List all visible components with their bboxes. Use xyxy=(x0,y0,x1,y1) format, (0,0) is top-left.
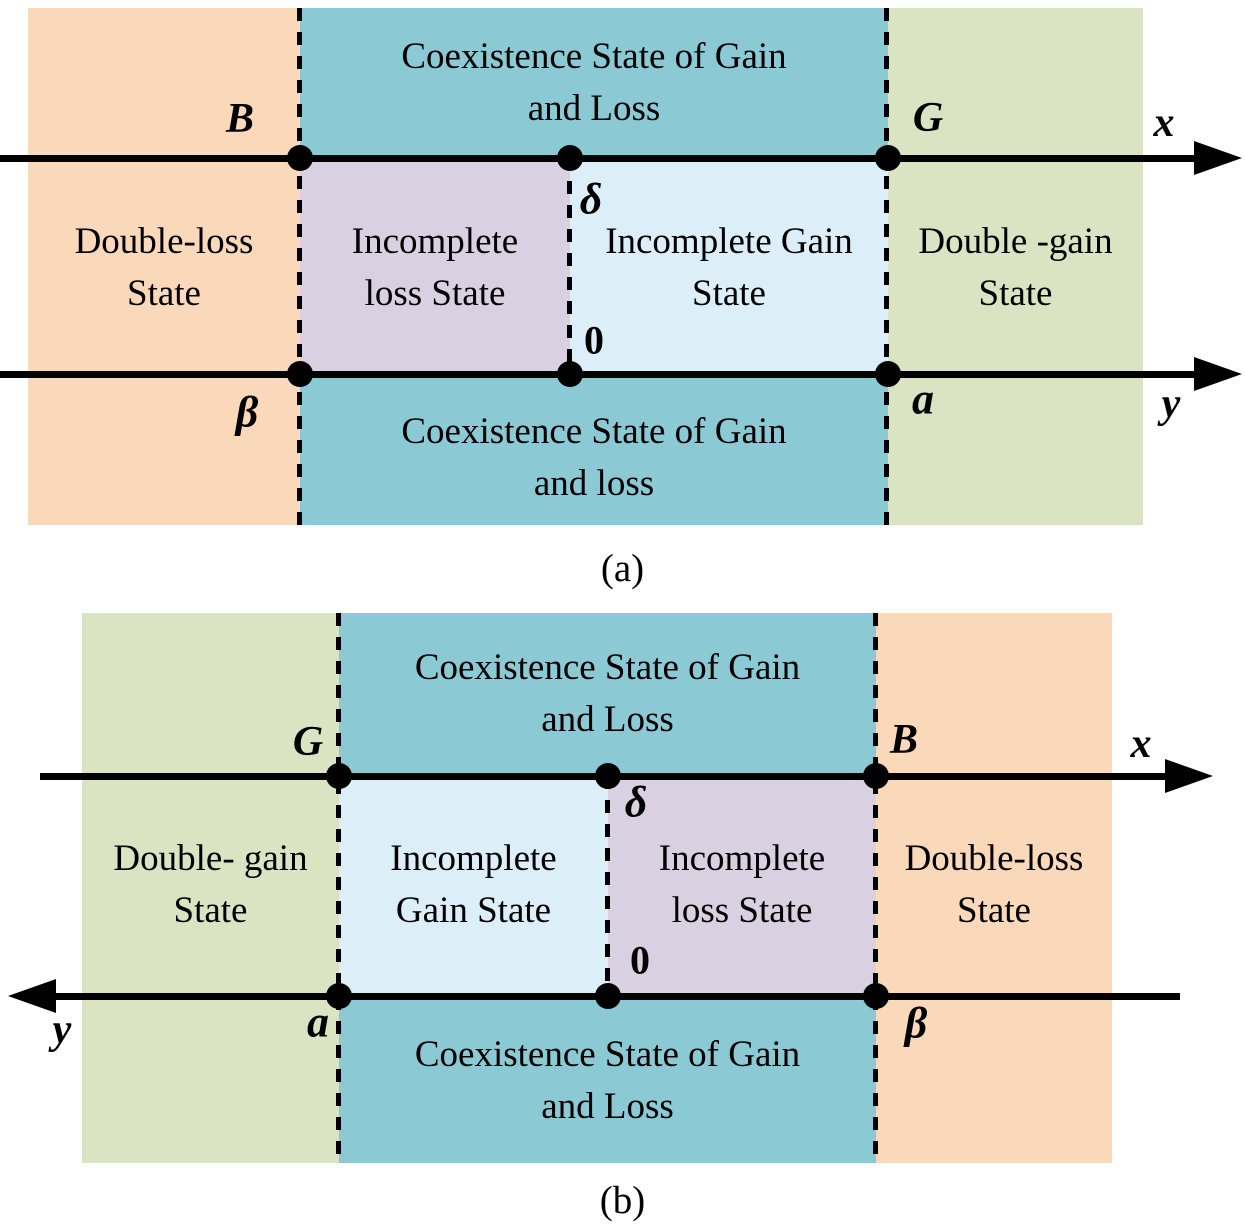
panel-a-x-axis-line xyxy=(0,155,1198,162)
panel-b-text-incomplete-loss-line1: Incomplete xyxy=(658,838,826,879)
panel-b-dashed-boundary-middle xyxy=(605,776,610,996)
panel-a-text-incomplete-gain-line2: State xyxy=(692,273,766,314)
panel-b-text-coexist-bottom: Coexistence State of Gain and Loss xyxy=(339,1029,876,1133)
panel-b-text-incomplete-gain-line2: Gain State xyxy=(395,890,552,931)
panel-a-label-a: a xyxy=(912,374,934,424)
panel-b-label-B: B xyxy=(889,717,919,763)
panel-b-text-double-loss-line2: State xyxy=(957,890,1031,931)
panel-b-region-incomplete-gain xyxy=(339,776,608,996)
panel-a-dot-B xyxy=(287,145,313,171)
panel-b-label-beta: β xyxy=(904,998,928,1048)
panel-b-caption: (b) xyxy=(599,1179,646,1222)
panel-b-text-coexist-top: Coexistence State of Gain and Loss xyxy=(339,642,876,746)
panel-a-text-double-gain-line2: State xyxy=(978,273,1053,314)
panel-a-label-B: B xyxy=(225,96,255,142)
panel-b-text-double-loss: Double-loss State xyxy=(876,833,1112,937)
panel-a-x-axis-arrowhead-icon xyxy=(1194,141,1242,175)
panel-a-text-coexist-bottom-line1: Coexistence State of Gain xyxy=(401,411,787,452)
panel-a-dot-delta xyxy=(557,145,583,171)
panel-b-text-coexist-bottom-line2: and Loss xyxy=(541,1086,674,1127)
panel-a-text-double-gain-line1: Double -gain xyxy=(918,221,1113,262)
panel-a-dot-G xyxy=(875,145,901,171)
panel-a-dot-a xyxy=(875,361,901,387)
panel-a-text-coexist-bottom-line2: and loss xyxy=(533,463,655,504)
panel-a-label-delta: δ xyxy=(579,174,603,224)
panel-a-text-double-loss-line1: Double-loss xyxy=(74,221,254,262)
panel-b-dot-delta xyxy=(595,763,621,789)
panel-b-dot-B xyxy=(863,763,889,789)
panel-a-text-incomplete-loss: Incomplete loss State xyxy=(300,216,570,320)
panel-b-text-double-gain: Double- gain State xyxy=(82,833,339,937)
panel-a-region-incomplete-loss xyxy=(300,157,570,373)
panel-a-text-coexist-top: Coexistence State of Gain and Loss xyxy=(300,31,888,135)
panel-b-text-incomplete-gain-line1: Incomplete xyxy=(390,838,557,879)
panel-a-text-incomplete-loss-line2: loss State xyxy=(364,273,506,314)
panel-b-dot-G xyxy=(326,763,352,789)
panel-a-label-x: x xyxy=(1153,100,1175,146)
panel-b-text-coexist-top-line2: and Loss xyxy=(541,699,674,740)
panel-a-text-double-loss-line2: State xyxy=(127,273,201,314)
panel-a-label-zero: 0 xyxy=(584,317,604,363)
panel-b-region-double-loss xyxy=(876,613,1112,1163)
panel-b-text-coexist-top-line1: Coexistence State of Gain xyxy=(414,647,801,688)
panel-a-text-incomplete-gain-line1: Incomplete Gain xyxy=(605,221,853,262)
panel-b-label-a: a xyxy=(307,997,329,1047)
panel-b-region-incomplete-loss xyxy=(608,776,876,996)
panel-a-region-coexist-bottom xyxy=(300,373,888,525)
panel-b-label-x: x xyxy=(1130,721,1152,767)
panel-b-text-incomplete-loss-line2: loss State xyxy=(671,890,813,931)
panel-b-text-incomplete-gain: Incomplete Gain State xyxy=(339,833,608,937)
panel-b-y-axis-arrowhead-icon xyxy=(8,979,56,1013)
panel-b-label-y: y xyxy=(52,1007,72,1053)
panel-a-dashed-boundary-middle xyxy=(567,157,572,374)
panel-a-dashed-boundary-right xyxy=(884,8,889,525)
panel-a-label-G: G xyxy=(912,95,944,141)
panel-a-region-coexist-top xyxy=(300,8,888,157)
panel-a-text-double-gain: Double -gain State xyxy=(888,216,1143,320)
panel-a-text-coexist-top-line2: and Loss xyxy=(527,88,661,129)
panel-a-y-axis-line xyxy=(0,371,1198,378)
panel-b-region-coexist-top xyxy=(339,613,876,776)
panel-a-dashed-boundary-left xyxy=(297,8,302,525)
panel-a-text-coexist-top-line1: Coexistence State of Gain xyxy=(401,36,787,77)
panel-a-caption: (a) xyxy=(600,547,645,590)
panel-b-dashed-boundary-right xyxy=(873,613,878,1163)
panel-b-region-double-gain xyxy=(82,613,339,1163)
panel-b-region-coexist-bottom xyxy=(339,996,876,1163)
panel-b-text-incomplete-loss: Incomplete loss State xyxy=(608,833,876,937)
panel-b-dot-a xyxy=(326,983,352,1009)
panel-a-y-axis-arrowhead-icon xyxy=(1194,357,1242,391)
panel-b-label-zero: 0 xyxy=(630,937,650,983)
panel-b-dot-beta xyxy=(863,983,889,1009)
panel-a-text-double-loss: Double-loss State xyxy=(28,216,300,320)
panel-a-dot-zero xyxy=(557,361,583,387)
panel-b-text-double-gain-line2: State xyxy=(173,890,248,931)
panel-a-region-double-loss xyxy=(28,8,300,525)
panel-a-region-incomplete-gain xyxy=(570,157,888,373)
panel-b-dashed-boundary-left xyxy=(336,613,341,1163)
panel-a-label-y: y xyxy=(1161,381,1181,427)
panel-b-text-double-loss-line1: Double-loss xyxy=(904,838,1084,879)
panel-b-text-double-gain-line1: Double- gain xyxy=(113,838,308,879)
panel-b-label-delta: δ xyxy=(624,777,648,827)
panel-b-dot-zero xyxy=(595,983,621,1009)
panel-a-text-incomplete-gain: Incomplete Gain State xyxy=(570,216,888,320)
panel-a-text-coexist-bottom: Coexistence State of Gain and loss xyxy=(300,406,888,510)
panel-a-dot-beta xyxy=(287,361,313,387)
panel-b-text-coexist-bottom-line1: Coexistence State of Gain xyxy=(414,1034,801,1075)
panel-a-label-beta: β xyxy=(235,387,259,437)
panel-b-label-G: G xyxy=(292,719,324,765)
panel-b-x-axis-arrowhead-icon xyxy=(1165,759,1213,793)
panel-a-region-double-gain xyxy=(888,8,1143,525)
panel-a-text-incomplete-loss-line1: Incomplete xyxy=(351,221,519,262)
